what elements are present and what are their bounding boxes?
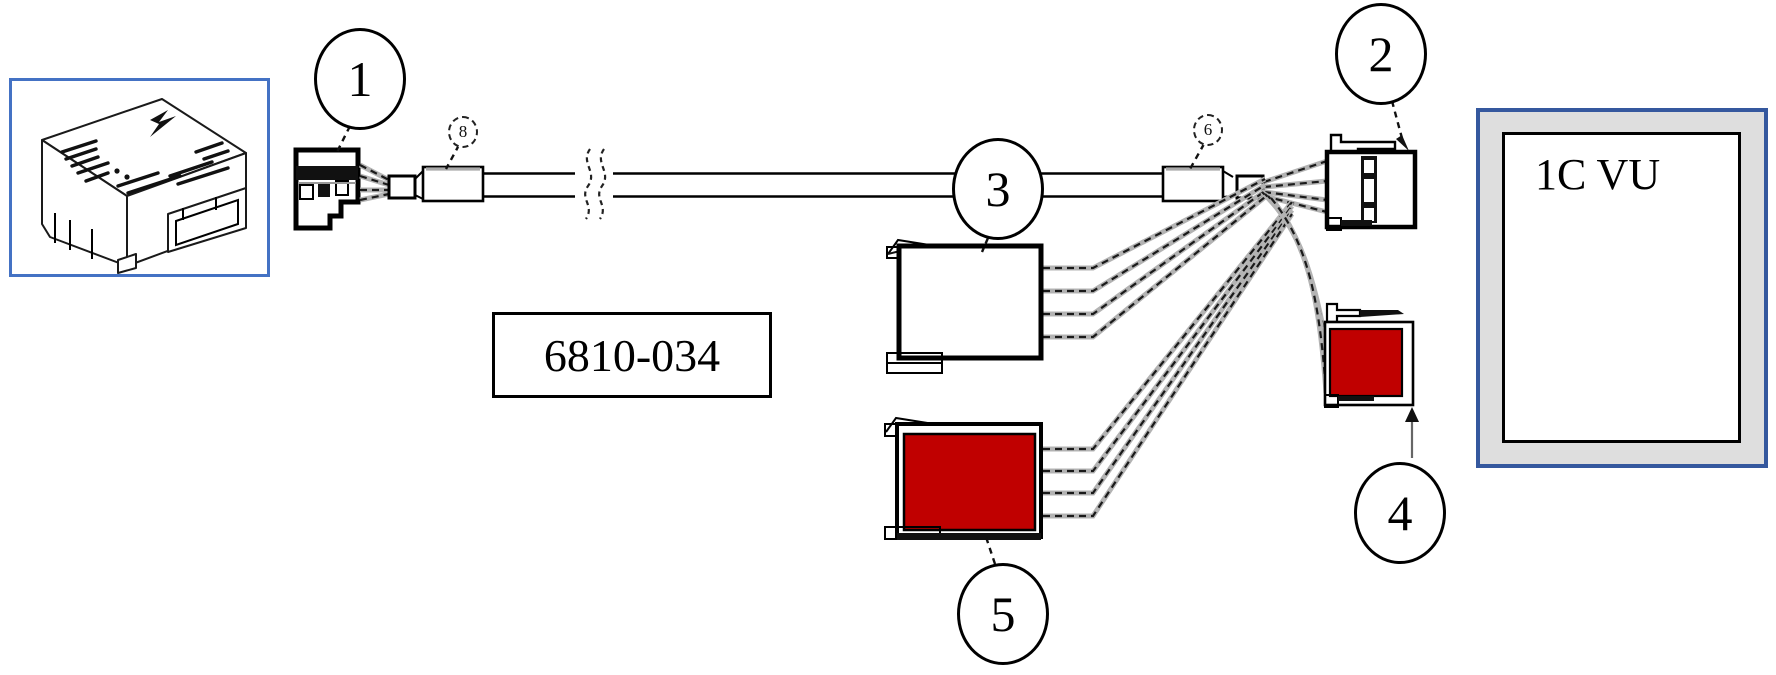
part-number-label: 6810-034 — [543, 329, 721, 381]
wire-splice-to-connector-2 — [1263, 158, 1328, 215]
ecu-image-frame — [9, 78, 270, 277]
sleeve-marker-left-number: 8 — [458, 122, 468, 141]
wire-bundle-connector-4 — [1260, 190, 1329, 394]
cable-break-icon — [575, 148, 613, 220]
connector-2 — [1324, 133, 1418, 231]
connector-1 — [293, 147, 361, 231]
arrowhead-callout-2 — [1396, 135, 1409, 151]
sleeve-marker-left: 8 — [448, 116, 478, 148]
sleeve-marker-right-number: 6 — [1203, 120, 1213, 139]
callout-1: 1 — [314, 28, 406, 130]
sleeve-left — [421, 165, 485, 203]
vu-label: 1C VU — [1535, 150, 1661, 199]
wire-fan-left — [358, 162, 424, 203]
callout-4: 4 — [1354, 462, 1446, 564]
callout-3-number: 3 — [985, 161, 1011, 217]
connector-4 — [1323, 302, 1415, 408]
callout-4-number: 4 — [1387, 485, 1413, 541]
connector-5 — [884, 416, 1043, 540]
callout-2-number: 2 — [1368, 26, 1394, 82]
callout-5-number: 5 — [990, 586, 1016, 642]
sleeve-marker-right: 6 — [1193, 114, 1223, 146]
arrowhead-callout-4 — [1405, 407, 1419, 422]
callout-2: 2 — [1335, 3, 1427, 105]
wire-bundle-connector-5 — [1043, 200, 1295, 519]
callout-1-number: 1 — [347, 51, 373, 107]
callout-5: 5 — [957, 563, 1049, 665]
wire-bundle-connector-3 — [1043, 176, 1267, 340]
part-number-box: 6810-034 — [492, 312, 772, 398]
main-cable — [483, 148, 1163, 220]
connector-4-red-body — [1328, 327, 1404, 398]
sleeve-right — [1161, 165, 1265, 203]
connector-5-red-body — [902, 432, 1037, 532]
vu-box: 1C VU — [1476, 108, 1768, 468]
callout-3: 3 — [952, 138, 1044, 240]
connector-3 — [886, 238, 1044, 374]
vu-box-inner: 1C VU — [1502, 132, 1741, 443]
